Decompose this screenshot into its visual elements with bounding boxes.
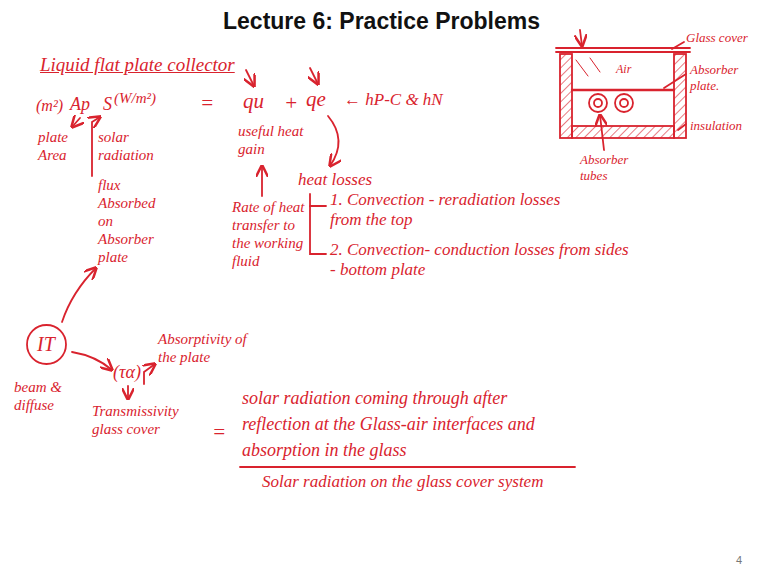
absorber-tube (594, 99, 602, 107)
arrow (62, 268, 96, 322)
handwritten-note: Ap (70, 94, 90, 116)
circled-symbol: IT (25, 323, 68, 366)
sketch-strokes (62, 30, 690, 467)
leader-line (672, 42, 684, 49)
insulation-wall (560, 54, 572, 138)
branch-line (310, 206, 326, 254)
leader-line (678, 124, 686, 130)
handwritten-note: 2. Convection- conduction losses from si… (330, 240, 630, 281)
handwritten-note: beam & diffuse (14, 378, 76, 414)
handwritten-note: (W/m²) (114, 89, 156, 107)
handwritten-note: + (284, 91, 298, 116)
handwritten-note: ← hP-C & hN (344, 90, 443, 110)
glass-cover (556, 51, 690, 53)
handwritten-note: Absorber plate. (690, 62, 758, 93)
handwritten-note: solar radiation coming through after ref… (242, 385, 562, 463)
handwritten-note: Solar radiation on the glass cover syste… (262, 472, 543, 492)
arrow (600, 115, 604, 150)
handwritten-note: Rate of heat transfer to the working flu… (232, 198, 306, 270)
handwritten-note: Glass cover (686, 30, 748, 46)
handwritten-note: Liquid flat plate collector (40, 54, 235, 77)
insulation-base (572, 126, 674, 138)
absorber-tube (615, 94, 633, 112)
handwritten-note: solar radiation (98, 128, 160, 164)
absorber-tube (589, 94, 607, 112)
arrow (246, 70, 254, 86)
leader-line (664, 74, 686, 88)
radiation-ray (576, 58, 600, 76)
handwritten-note: qu (243, 89, 264, 114)
arrow (261, 166, 263, 196)
handwritten-note: Absorptivity of the plate (158, 330, 250, 366)
handwritten-note: Air (616, 62, 631, 76)
glass-cover (556, 47, 690, 49)
arrow (144, 364, 155, 384)
handwritten-note: Transmissivity glass cover (92, 402, 197, 438)
handwritten-note: Absorber tubes (580, 152, 644, 183)
handwritten-note: plate Area (38, 128, 88, 164)
handwritten-note: insulation (690, 118, 742, 134)
handwritten-note: S (103, 94, 112, 116)
handwritten-note: 1. Convection - reradiation losses from … (330, 190, 595, 231)
handwritten-note: flux Absorbed on Absorber plate (98, 176, 170, 266)
circle-outline-shape (27, 325, 66, 364)
handwritten-note: (m²) (36, 96, 63, 115)
arrow (92, 117, 100, 176)
page-number: 4 (736, 554, 742, 567)
arrow (72, 118, 80, 127)
insulation-wall (674, 54, 686, 138)
handwritten-note: = (212, 420, 226, 445)
slide-title: Lecture 6: Practice Problems (223, 8, 540, 35)
handwritten-note: = (200, 91, 214, 116)
handwritten-note: qe (306, 87, 326, 112)
absorber-tube (620, 99, 628, 107)
handwritten-note: useful heat gain (238, 122, 316, 158)
branch-line (310, 194, 326, 206)
handwritten-note: (τα) (113, 362, 141, 384)
handwritten-note: heat losses (298, 170, 372, 190)
symbol-text: IT (37, 333, 55, 356)
arrow (72, 352, 112, 370)
fraction-line (240, 466, 575, 468)
arrow (328, 116, 339, 166)
arrow (310, 68, 318, 84)
arrow (580, 30, 582, 46)
absorber-plate (572, 89, 674, 91)
arrow (127, 386, 129, 399)
